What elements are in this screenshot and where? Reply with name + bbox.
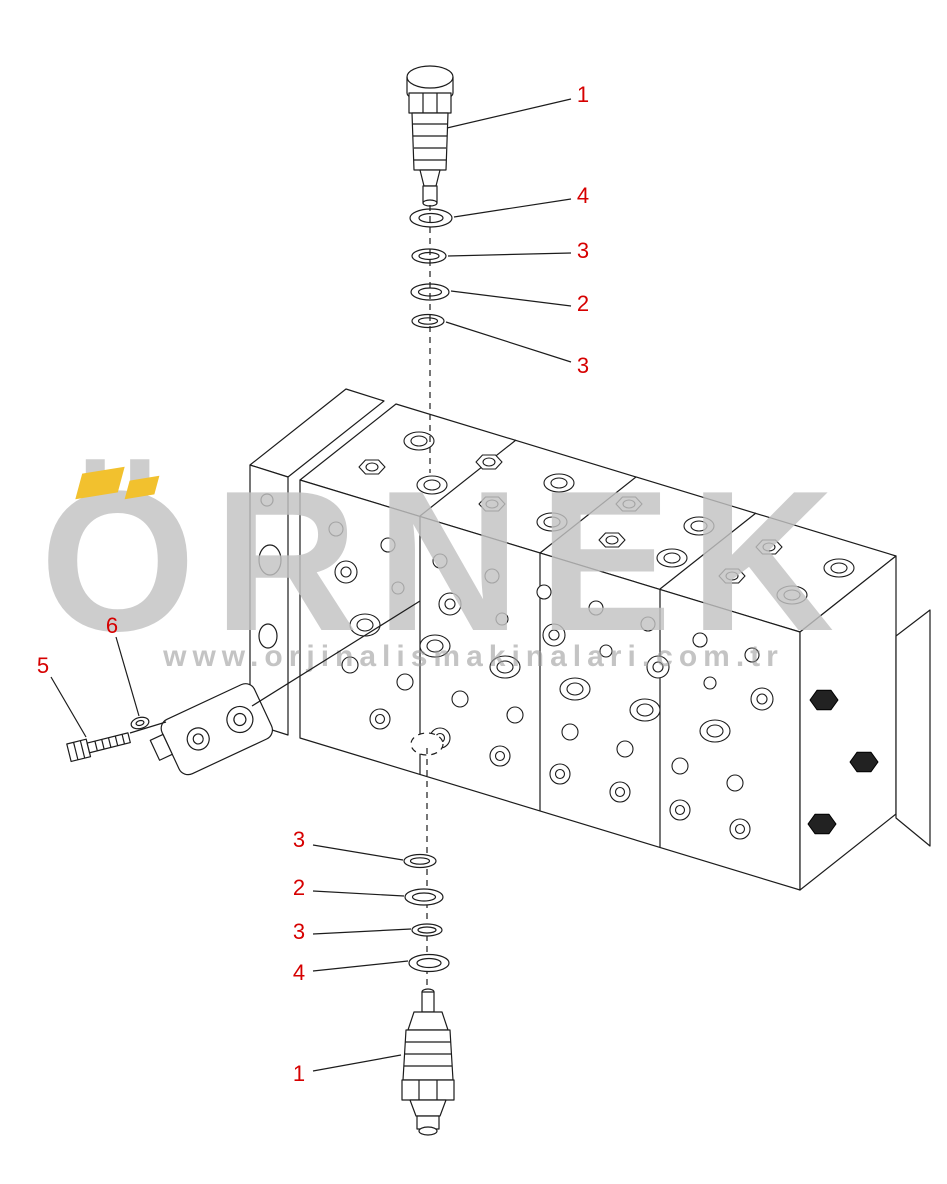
o-ring-4-bottom bbox=[408, 953, 450, 973]
relief-valve-cartridge-bottom bbox=[401, 988, 455, 1136]
callout-3-top-a: 3 bbox=[576, 238, 590, 263]
pilot-valve-body bbox=[149, 683, 274, 776]
callout-2-top: 2 bbox=[576, 291, 590, 316]
watermark-url: www.orjinalismakinalari.com.tr bbox=[163, 640, 784, 673]
relief-valve-cartridge-top bbox=[406, 65, 454, 207]
callout-6: 6 bbox=[105, 613, 119, 638]
cartridge-bore-port bbox=[410, 732, 444, 756]
bolt bbox=[66, 732, 131, 763]
callout-3-bottom-b: 3 bbox=[292, 919, 306, 944]
valve-block-end-section bbox=[249, 388, 385, 736]
valve-block-ports bbox=[328, 431, 879, 840]
watermark-brand: ÖRNEK bbox=[40, 450, 853, 673]
o-ring-3-top-b bbox=[411, 313, 445, 329]
o-ring-2-top bbox=[410, 283, 450, 301]
o-ring-4-top bbox=[409, 208, 453, 228]
callout-5: 5 bbox=[36, 653, 50, 678]
callout-1-bottom: 1 bbox=[292, 1061, 306, 1086]
o-ring-3-top-a bbox=[411, 248, 447, 264]
callout-4-top: 4 bbox=[576, 183, 590, 208]
o-ring-3-bottom-b bbox=[411, 923, 443, 937]
callout-3-top-b: 3 bbox=[576, 353, 590, 378]
o-ring-2-bottom bbox=[404, 888, 444, 906]
callout-2-bottom: 2 bbox=[292, 875, 306, 900]
callout-4-bottom: 4 bbox=[292, 960, 306, 985]
callout-1-top: 1 bbox=[576, 82, 590, 107]
washer bbox=[130, 716, 150, 730]
valve-block bbox=[299, 403, 931, 891]
callout-3-bottom-a: 3 bbox=[292, 827, 306, 852]
o-ring-3-bottom-a bbox=[403, 853, 437, 869]
